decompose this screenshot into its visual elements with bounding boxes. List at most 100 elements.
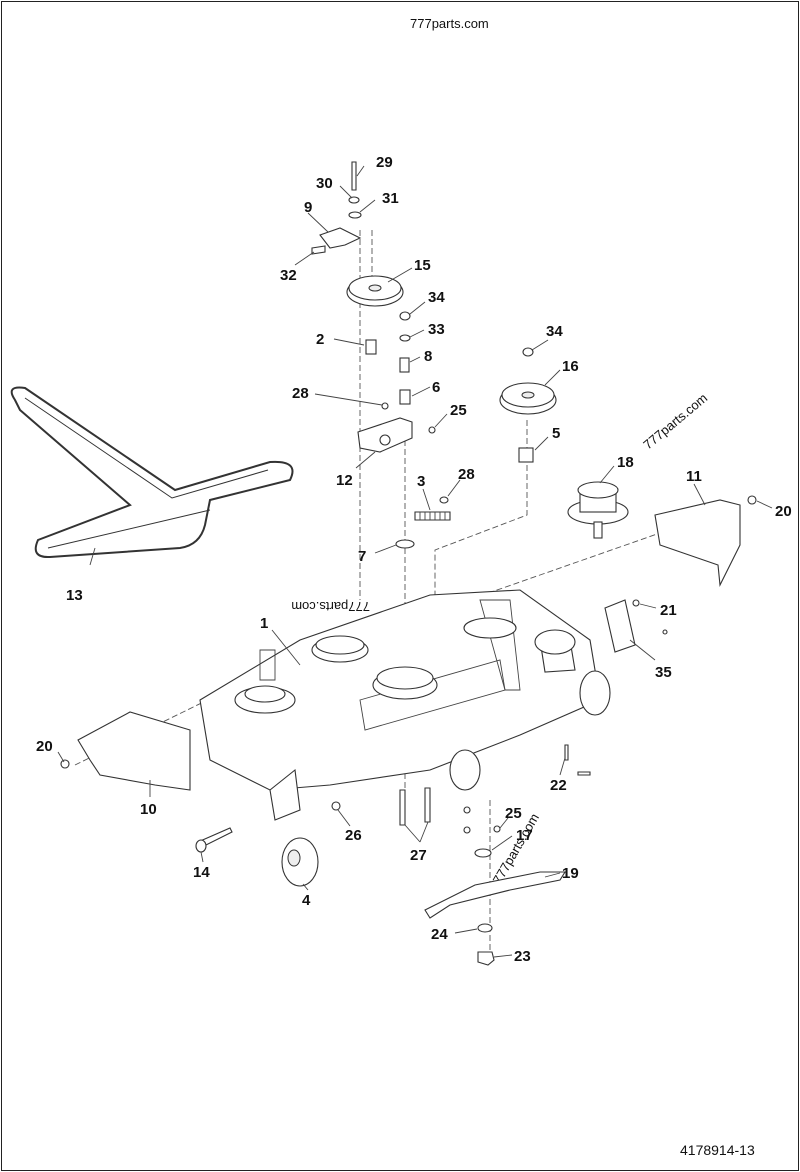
axis-right-pulley — [434, 420, 528, 600]
callout-22: 22 — [550, 777, 567, 794]
document-number: 4178914-13 — [680, 1142, 755, 1158]
leader-6 — [411, 386, 431, 397]
bolt-14-head — [195, 839, 207, 853]
leader-35 — [629, 639, 656, 661]
callout-1: 1 — [260, 615, 268, 632]
belt-shield-11 — [654, 499, 741, 587]
leader-34a — [409, 301, 426, 315]
leader-21 — [639, 603, 657, 609]
leader-7 — [374, 544, 397, 554]
leader-11 — [693, 483, 706, 506]
callout-5: 5 — [552, 425, 560, 442]
washer-33 — [399, 334, 411, 342]
watermark-right: 777parts.com — [640, 390, 710, 452]
leader-28a — [314, 393, 383, 406]
pin-25b — [493, 825, 501, 833]
callout-34b: 34 — [546, 323, 563, 340]
leader-20a — [756, 500, 773, 509]
spring-3 — [414, 511, 451, 521]
pin-28b — [439, 496, 449, 504]
bolt-20b — [60, 759, 70, 769]
leader-17 — [491, 835, 513, 851]
leader-25a — [434, 413, 448, 428]
callout-28a: 28 — [292, 385, 309, 402]
callout-7: 7 — [358, 548, 366, 565]
leader-14 — [200, 851, 204, 863]
side-shield-10 — [77, 711, 191, 791]
callout-3: 3 — [417, 473, 425, 490]
leader-3 — [422, 488, 431, 511]
callout-13: 13 — [66, 587, 83, 604]
roller-top — [534, 629, 576, 655]
deck-bracket-left — [259, 649, 276, 681]
screw-21 — [632, 599, 640, 607]
leader-1 — [271, 629, 301, 666]
bolt-20a — [747, 495, 757, 505]
leader-22 — [559, 757, 566, 776]
spindle-18-shaft — [593, 521, 603, 539]
watermark-top: 777parts.com — [410, 16, 489, 31]
callout-9: 9 — [304, 199, 312, 216]
callout-33: 33 — [428, 321, 445, 338]
nut-23 — [477, 951, 495, 966]
callout-20b: 20 — [36, 738, 53, 755]
washer-31 — [348, 211, 362, 219]
anti-scalp-wheel-4 — [281, 837, 319, 887]
watermark-mirrored: 777parts.com — [291, 599, 370, 614]
nut-26 — [331, 801, 341, 811]
deck-spindle-right — [463, 617, 517, 639]
callout-23: 23 — [514, 948, 531, 965]
leader-2 — [333, 338, 365, 346]
callout-27: 27 — [410, 847, 427, 864]
callout-21: 21 — [660, 602, 677, 619]
gauge-wheel-center — [449, 749, 481, 791]
leader-25b — [499, 817, 509, 829]
leader-34b — [531, 339, 549, 351]
callout-15: 15 — [414, 257, 431, 274]
screw-32 — [311, 245, 326, 255]
leader-26 — [337, 809, 351, 827]
pin-28a — [381, 402, 389, 410]
deck-pulley-left-top — [315, 635, 365, 655]
spacer-5 — [518, 447, 534, 463]
callout-31: 31 — [382, 190, 399, 207]
bolt-27a — [399, 789, 406, 826]
callout-12: 12 — [336, 472, 353, 489]
pulley-16-hub — [521, 391, 535, 399]
callout-17: 17 — [516, 827, 533, 844]
anti-scalp-wheel-4-hub — [287, 849, 301, 867]
leader-8 — [409, 356, 421, 363]
callout-16: 16 — [562, 358, 579, 375]
leader-13 — [89, 547, 96, 566]
callout-30: 30 — [316, 175, 333, 192]
bolt-22 — [564, 744, 569, 761]
nut-small-b — [463, 826, 471, 834]
bracket-9 — [319, 227, 362, 249]
drive-belt — [10, 386, 294, 559]
callout-25a: 25 — [450, 402, 467, 419]
callout-4: 4 — [302, 892, 311, 909]
bolt-29 — [351, 161, 357, 191]
callout-34a: 34 — [428, 289, 445, 306]
leader-31 — [359, 199, 376, 213]
leader-33 — [409, 329, 425, 338]
spindle-18-top — [577, 481, 619, 499]
callout-24: 24 — [431, 926, 448, 943]
leader-32 — [294, 251, 315, 266]
callout-14: 14 — [193, 864, 210, 881]
deflector-35 — [604, 599, 636, 653]
callout-11: 11 — [686, 468, 702, 485]
leader-29 — [356, 165, 365, 177]
leader-20b — [57, 751, 65, 763]
callout-29: 29 — [376, 154, 393, 171]
callout-20a: 20 — [775, 503, 792, 520]
nut-small-a — [463, 806, 471, 814]
callout-32: 32 — [280, 267, 297, 284]
callout-35: 35 — [655, 664, 672, 681]
callout-26: 26 — [345, 827, 362, 844]
callout-28b: 28 — [458, 466, 475, 483]
leader-23 — [493, 954, 513, 958]
screw-21b — [662, 629, 668, 635]
deck-hanger-left — [269, 768, 301, 821]
